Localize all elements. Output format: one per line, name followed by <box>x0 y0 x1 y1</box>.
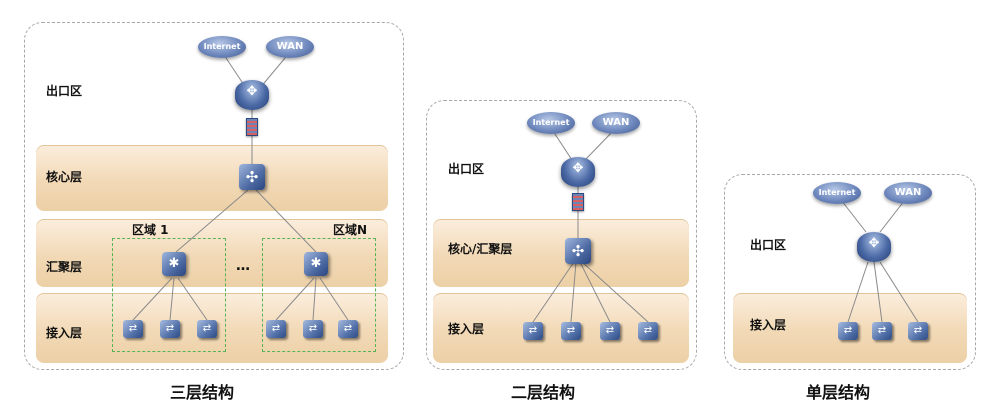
access-switch-icon <box>638 322 658 340</box>
access-switch-icon <box>838 322 858 340</box>
firewall-icon <box>246 118 258 136</box>
aggregation-layer-band <box>36 219 388 287</box>
access-switch-icon <box>123 320 143 338</box>
region-1-box <box>112 238 226 352</box>
single-tier-caption: 单层结构 <box>806 383 871 402</box>
three-tier-aggregation-label: 汇聚层 <box>46 260 83 274</box>
access-switch-icon <box>160 320 180 338</box>
two-tier-access-label: 接入层 <box>448 322 485 336</box>
egress-router-icon <box>235 80 269 110</box>
access-switch-icon <box>908 322 928 340</box>
three-tier-caption: 三层结构 <box>170 383 235 402</box>
region-n-label: 区域N <box>333 223 368 237</box>
access-switch-icon <box>523 322 543 340</box>
access-switch-icon <box>600 322 620 340</box>
aggregation-switch-icon <box>162 252 186 276</box>
access-switch-icon <box>197 320 217 338</box>
access-switch-icon <box>561 322 581 340</box>
internet-cloud-icon: Internet <box>198 36 246 58</box>
two-tier-core-aggregation-label: 核心/汇聚层 <box>448 242 513 256</box>
core-aggregation-layer-band <box>433 219 689 287</box>
core-layer-band <box>36 145 388 211</box>
wan-cloud-icon: WAN <box>592 112 640 134</box>
single-tier-egress-label: 出口区 <box>750 238 787 252</box>
core-switch-icon <box>565 238 591 264</box>
three-tier-access-label: 接入层 <box>46 326 83 340</box>
aggregation-switch-icon <box>304 252 328 276</box>
regions-ellipsis: … <box>236 258 250 274</box>
region-n-box <box>262 238 376 352</box>
access-switch-icon <box>266 320 286 338</box>
core-switch-icon <box>239 164 265 190</box>
single-tier-access-label: 接入层 <box>750 318 787 332</box>
egress-router-icon <box>561 157 595 187</box>
access-switch-icon <box>872 322 892 340</box>
three-tier-core-label: 核心层 <box>46 170 83 184</box>
internet-cloud-icon: Internet <box>813 182 861 204</box>
firewall-icon <box>572 193 584 211</box>
egress-router-icon <box>857 232 891 262</box>
wan-cloud-icon: WAN <box>266 36 314 58</box>
access-switch-icon <box>338 320 358 338</box>
region-1-label: 区域 1 <box>132 223 169 237</box>
access-switch-icon <box>303 320 323 338</box>
three-tier-egress-label: 出口区 <box>46 84 83 98</box>
internet-cloud-icon: Internet <box>527 112 575 134</box>
wan-cloud-icon: WAN <box>884 182 932 204</box>
two-tier-egress-label: 出口区 <box>448 162 485 176</box>
two-tier-caption: 二层结构 <box>511 383 576 402</box>
